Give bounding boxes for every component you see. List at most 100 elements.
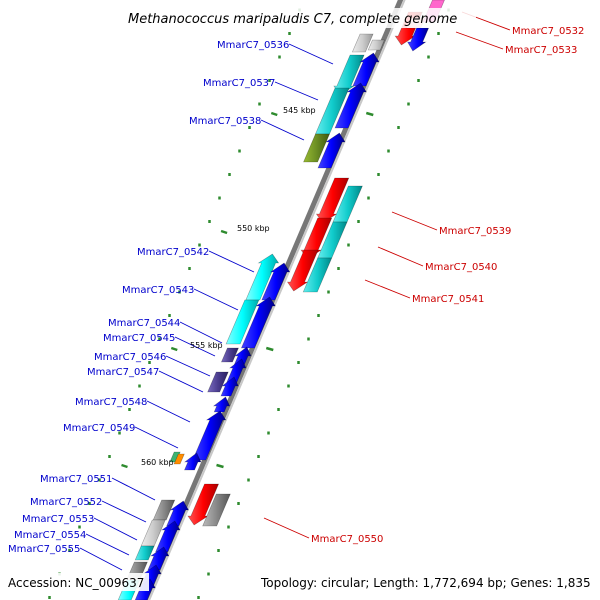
leader-0539 xyxy=(391,211,438,231)
leader-0552 xyxy=(101,500,147,523)
gene-arrow-0544[interactable] xyxy=(221,347,239,363)
leader-0533 xyxy=(455,31,504,50)
gene-label-0545[interactable]: MmarC7_0545 xyxy=(103,333,175,344)
gene-arrow-0550[interactable] xyxy=(187,483,220,526)
kbp-label-555: 555 kbp xyxy=(190,341,223,350)
scale-tick-outer xyxy=(407,102,410,106)
kbp-label-550: 550 kbp xyxy=(237,224,270,233)
gene-label-0533[interactable]: MmarC7_0533 xyxy=(505,45,577,56)
scale-tick-inner xyxy=(278,55,281,59)
leader-0541 xyxy=(364,279,411,299)
gene-block-gray-r[interactable] xyxy=(202,493,231,527)
scale-tick-inner xyxy=(128,408,131,411)
gene-label-0552[interactable]: MmarC7_0552 xyxy=(30,497,102,508)
gene-arrow-0551[interactable] xyxy=(152,499,176,521)
gene-arrow-0543[interactable] xyxy=(225,299,260,345)
gene-label-0553[interactable]: MmarC7_0553 xyxy=(22,514,94,525)
gene-label-0550[interactable]: MmarC7_0550 xyxy=(311,534,383,545)
gene-label-0540[interactable]: MmarC7_0540 xyxy=(425,262,497,273)
gene-arrow-blue-2[interactable] xyxy=(334,82,367,129)
scale-tick-outer xyxy=(337,267,340,270)
scale-tick-inner xyxy=(108,455,111,458)
leader-0538 xyxy=(260,119,305,141)
gene-label-0541[interactable]: MmarC7_0541 xyxy=(412,294,484,305)
gene-label-0547[interactable]: MmarC7_0547 xyxy=(87,367,159,378)
gene-label-0554[interactable]: MmarC7_0554 xyxy=(14,530,86,541)
scale-tick-outer xyxy=(397,126,400,129)
gene-label-0546[interactable]: MmarC7_0546 xyxy=(94,352,166,363)
gene-label-0544[interactable]: MmarC7_0544 xyxy=(108,318,180,329)
backbone-edge xyxy=(148,0,406,600)
scale-tick-inner xyxy=(158,337,161,341)
gene-label-0551[interactable]: MmarC7_0551 xyxy=(40,474,112,485)
major-tick-560 xyxy=(121,463,128,469)
scale-tick-outer xyxy=(417,79,420,82)
gene-arrow-0533[interactable] xyxy=(407,27,430,52)
scale-tick-inner xyxy=(268,79,271,82)
gene-label-0549[interactable]: MmarC7_0549 xyxy=(63,423,135,434)
gene-block-light[interactable] xyxy=(367,39,385,51)
scale-tick-inner xyxy=(258,102,261,106)
leader-0544 xyxy=(179,321,223,344)
map-title: Methanococcus maripaludis C7, complete g… xyxy=(128,12,457,27)
leader-0551 xyxy=(111,477,156,501)
gene-block-teal-3[interactable] xyxy=(302,257,333,293)
gene-arrow-0541[interactable] xyxy=(286,249,319,292)
scale-tick-outer xyxy=(227,525,230,529)
gene-arrows xyxy=(117,0,445,600)
gene-block-orange[interactable] xyxy=(173,453,185,465)
gene-label-0542[interactable]: MmarC7_0542 xyxy=(137,247,209,258)
gene-label-0538[interactable]: MmarC7_0538 xyxy=(189,116,261,127)
scale-tick-outer xyxy=(237,502,240,505)
scale-tick-outer xyxy=(427,55,430,59)
leader-0553 xyxy=(93,517,138,541)
major-tick-545 xyxy=(270,111,278,117)
leader-0545 xyxy=(174,336,216,357)
gene-arrow-blue-3[interactable] xyxy=(317,132,346,169)
scale-tick-outer xyxy=(367,196,370,200)
scale-tick-inner xyxy=(48,596,51,599)
scale-tick-outer xyxy=(247,478,250,482)
gene-arrow-blue-8[interactable] xyxy=(220,376,239,397)
gene-label-0543[interactable]: MmarC7_0543 xyxy=(122,285,194,296)
scale-tick-inner xyxy=(198,243,201,247)
scale-tick-outer xyxy=(257,455,260,458)
gene-label-0539[interactable]: MmarC7_0539 xyxy=(439,226,511,237)
scale-tick-outer xyxy=(357,220,360,223)
scale-tick-outer xyxy=(327,290,330,294)
scale-tick-inner xyxy=(68,549,71,552)
gene-label-0536[interactable]: MmarC7_0536 xyxy=(217,40,289,51)
accession-text: Accession: NC_009637 xyxy=(8,576,144,590)
leader-0543 xyxy=(193,288,239,311)
scale-tick-inner xyxy=(148,361,151,364)
kbp-label-560: 560 kbp xyxy=(141,458,174,467)
leader-0549 xyxy=(134,426,179,449)
gene-label-0555[interactable]: MmarC7_0555 xyxy=(8,544,80,555)
scale-tick-inner xyxy=(168,314,171,317)
gene-label-0548[interactable]: MmarC7_0548 xyxy=(75,397,147,408)
gene-arrow-0553[interactable] xyxy=(134,545,155,561)
scale-tick-inner xyxy=(78,525,81,529)
leader-0550 xyxy=(263,517,310,539)
gene-label-0532[interactable]: MmarC7_0532 xyxy=(512,26,584,37)
gene-label-0537[interactable]: MmarC7_0537 xyxy=(203,78,275,89)
gene-arrow-blue-9[interactable] xyxy=(184,452,202,471)
scale-tick-outer xyxy=(277,408,280,411)
major-tick-555-right xyxy=(265,346,274,352)
gene-arrow-blue-5[interactable] xyxy=(240,296,276,349)
leader-0547 xyxy=(158,370,204,393)
kbp-label-545: 545 kbp xyxy=(283,106,316,115)
gene-arrow-0538[interactable] xyxy=(303,133,330,163)
title-backing xyxy=(124,8,476,28)
major-tick-545-right xyxy=(365,111,374,117)
gene-arrow-0536-body[interactable] xyxy=(351,33,374,53)
scale-tick-inner xyxy=(98,478,101,482)
scale-tick-outer xyxy=(347,243,350,247)
scale-tick-outer xyxy=(317,314,320,317)
leader-0548 xyxy=(146,400,191,423)
gene-arrow-0546[interactable] xyxy=(207,371,229,393)
scale-tick-inner xyxy=(178,290,181,294)
topology-text: Topology: circular; Length: 1,772,694 bp… xyxy=(260,576,591,590)
scale-tick-outer xyxy=(377,173,380,176)
scale-tick-inner xyxy=(88,502,91,505)
